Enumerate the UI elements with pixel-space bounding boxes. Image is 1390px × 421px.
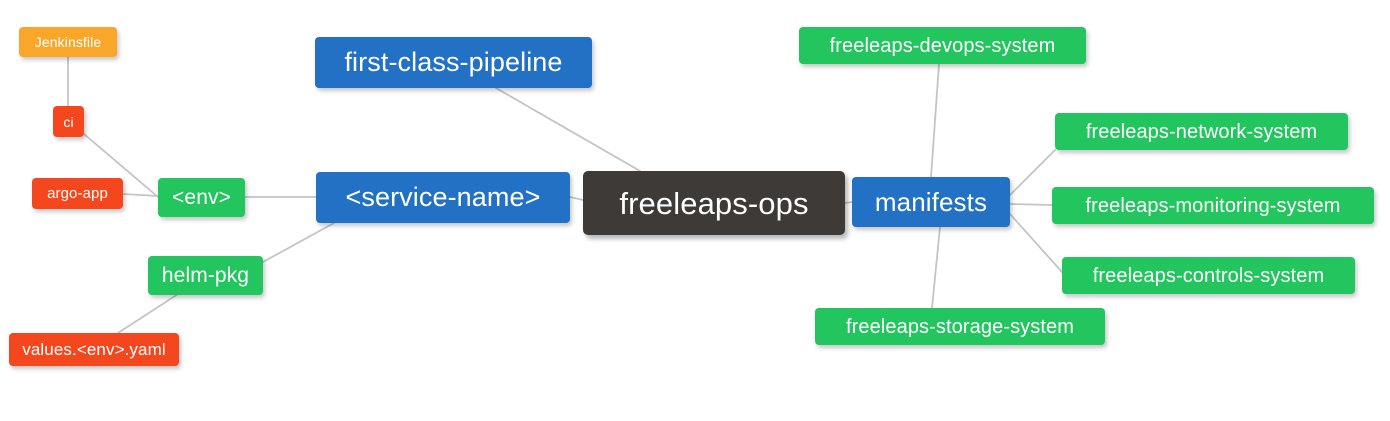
node-service-name[interactable]: <service-name> [316,172,570,223]
node-jenkinsfile[interactable]: Jenkinsfile [19,27,117,57]
node-monitoring[interactable]: freeleaps-monitoring-system [1052,187,1374,224]
node-controls[interactable]: freeleaps-controls-system [1062,257,1355,294]
edge-pipeline-to-root [495,87,641,172]
node-network[interactable]: freeleaps-network-system [1055,113,1348,150]
node-helm-pkg[interactable]: helm-pkg [148,256,263,295]
node-storage[interactable]: freeleaps-storage-system [815,308,1105,345]
edge-manifests-to-network [1009,149,1056,196]
edge-manifests-to-devops [930,63,940,178]
edge-service-name-to-root [569,196,584,201]
node-pipeline[interactable]: first-class-pipeline [315,37,592,88]
edge-manifests-to-monitoring [1009,203,1053,206]
edge-service-name-to-helm-pkg [262,222,335,263]
node-devops[interactable]: freeleaps-devops-system [799,27,1086,64]
edge-root-to-manifests [844,201,853,204]
node-ci[interactable]: ci [53,106,84,137]
node-argo-app[interactable]: argo-app [32,178,123,209]
edge-helm-pkg-to-values-yaml [117,293,179,334]
node-env[interactable]: <env> [158,178,245,217]
node-root[interactable]: freeleaps-ops [583,171,845,235]
node-values-yaml[interactable]: values.<env>.yaml [9,333,179,366]
node-manifests[interactable]: manifests [852,177,1010,227]
edge-argo-app-to-env [122,193,159,197]
edge-manifests-to-storage [931,226,941,309]
